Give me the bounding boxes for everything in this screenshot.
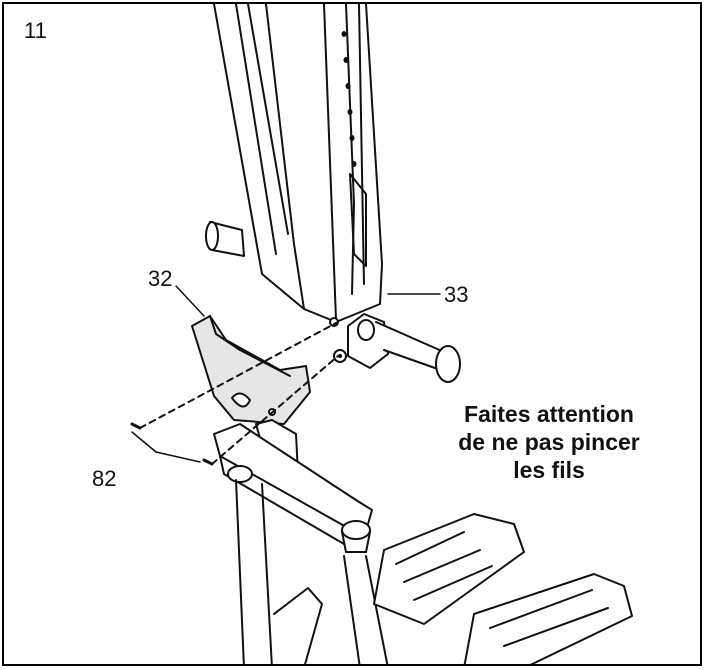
warning-line-1: Faites attention (464, 401, 634, 427)
assembly-drawing (130, 4, 633, 664)
leader-lines (131, 285, 441, 463)
callout-82: 82 (92, 466, 117, 491)
callout-32: 32 (148, 266, 173, 291)
pedals (373, 513, 633, 664)
warning-line-2: de ne pas pincer (458, 429, 640, 455)
left-handle (205, 221, 245, 257)
adjustment-holes (341, 31, 357, 167)
warning-line-3: les fils (513, 457, 585, 483)
alignment-lines (139, 321, 339, 465)
warning-note: Faites attention de ne pas pincer les fi… (424, 400, 674, 484)
base-frame (213, 419, 389, 664)
part-32-cover (191, 315, 311, 425)
right-handle-assembly (329, 313, 461, 383)
upright-post (213, 4, 383, 323)
callout-33: 33 (444, 282, 469, 307)
step-number: 11 (24, 18, 47, 43)
part-82-bolts (130, 422, 214, 466)
